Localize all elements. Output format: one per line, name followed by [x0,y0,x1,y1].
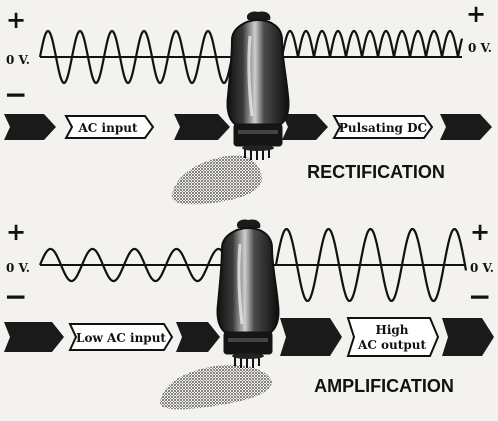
plus-sign-top-right: + [466,0,486,28]
zero-volt-label-bottom: 0 V. [6,261,30,275]
pulsating-dc-wave [280,29,464,58]
ac-input-wave [38,29,238,85]
signal-arrow [176,322,220,352]
rectification-caption: RECTIFICATION [307,162,445,182]
signal-arrow [4,114,56,140]
vacuum-tube-bottom [216,219,280,368]
signal-arrow [440,114,492,140]
plus-sign-bottom: + [6,217,26,246]
signal-arrow [282,114,328,140]
vacuum-tube-top [226,11,290,160]
minus-sign-top: − [4,78,27,111]
rectification-panel: + 0 V. − + 0 V. AC input Pulsating DC [4,0,492,205]
tube-shadow-bottom [159,364,272,410]
amplification-panel: + 0 V. − + 0 V. − Low AC input High AC o… [4,217,494,410]
signal-arrow [4,322,64,352]
amplification-caption: AMPLIFICATION [314,376,454,396]
high-ac-output-box: High AC output [346,317,440,357]
signal-arrow [442,318,494,356]
pulsating-dc-label: Pulsating DC [339,121,427,135]
high-ac-output-wave [274,228,468,302]
zero-volt-label-top: 0 V. [6,53,30,67]
plus-sign-top: + [6,5,26,34]
signal-arrow-row-top [4,114,492,140]
plus-sign-bottom-right: + [470,217,490,246]
low-ac-input-label: Low AC input [76,331,166,345]
low-ac-input-box: Low AC input [68,323,174,351]
tube-shadow-top [171,155,262,205]
ac-input-label: AC input [78,121,138,135]
high-ac-output-label-line2: AC output [357,338,426,352]
ac-input-box: AC input [64,115,155,139]
zero-volt-label-bottom-right: 0 V. [470,261,494,275]
pulsating-dc-box: Pulsating DC [332,115,434,139]
low-ac-input-wave [38,247,225,283]
minus-sign-bottom-right: − [468,280,491,313]
signal-arrow [280,318,342,356]
high-ac-output-label-line1: High [375,323,408,337]
signal-arrow [174,114,230,140]
signal-arrow-row-bottom [4,318,494,356]
minus-sign-bottom: − [4,280,27,313]
zero-volt-label-top-right: 0 V. [468,41,492,55]
